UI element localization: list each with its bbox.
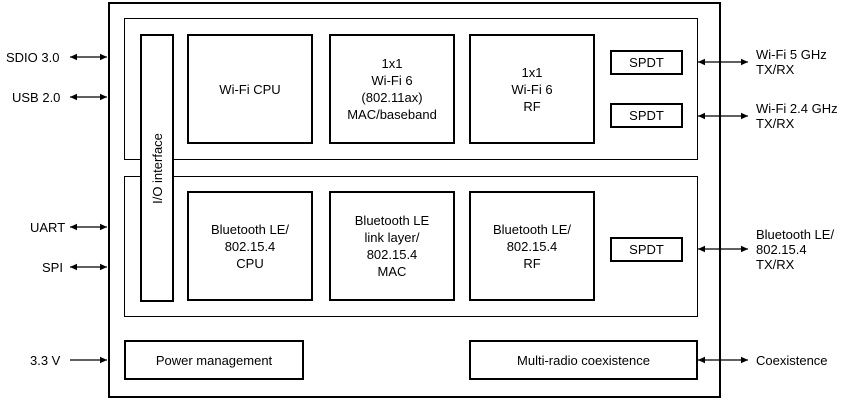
bluetooth-link-layer-block: Bluetooth LE link layer/ 802.15.4 MAC (329, 191, 455, 301)
spdt-wifi-24ghz-block: SPDT (610, 103, 683, 128)
wifi-rf-line-2: Wi-Fi 6 (511, 81, 553, 97)
io-interface-block: I/O interface (140, 34, 174, 302)
wifi24-label-line-1: Wi-Fi 2.4 GHz (756, 101, 838, 116)
wifi24-label-line-2: TX/RX (756, 116, 795, 131)
wifi-mac-line-3: (802.11ax) (361, 90, 423, 105)
multi-radio-coexistence-block: Multi-radio coexistence (469, 340, 698, 380)
power-management-label: Power management (155, 352, 273, 368)
spdt-wifi-24ghz-label: SPDT (629, 108, 664, 123)
wifi5-label: Wi-Fi 5 GHz TX/RX (756, 47, 827, 77)
uart-label: UART (30, 220, 66, 235)
io-interface-label: I/O interface (149, 132, 165, 204)
bt-txrx-label-line-1: Bluetooth LE/ (756, 227, 835, 242)
wifi24-label: Wi-Fi 2.4 GHz TX/RX (756, 101, 838, 131)
wifi-rf-block: 1x1 Wi-Fi 6 RF (469, 34, 595, 144)
bluetooth-cpu-block: Bluetooth LE/ 802.15.4 CPU (187, 191, 313, 301)
wifi-cpu-block: Wi-Fi CPU (187, 34, 313, 144)
wifi-mac-baseband-block: 1x1 Wi-Fi 6 (802.11ax) MAC/baseband (329, 34, 455, 144)
bt-link-line-1: Bluetooth LE (354, 213, 430, 228)
power-input-label: 3.3 V (30, 353, 61, 368)
bluetooth-rf-block: Bluetooth LE/ 802.15.4 RF (469, 191, 595, 301)
usb-label: USB 2.0 (12, 90, 61, 105)
multi-radio-coexistence-label: Multi-radio coexistence (517, 352, 650, 368)
bt-rf-line-2: 802.15.4 (506, 238, 558, 254)
wifi-mac-line-1: 1x1 (381, 56, 403, 71)
wifi-mac-line-4: MAC/baseband (347, 107, 437, 122)
wifi-rf-line-1: 1x1 (521, 64, 543, 80)
wifi-rf-line-3: RF (523, 98, 541, 114)
spdt-wifi-5ghz-block: SPDT (610, 50, 683, 75)
sdio-label: SDIO 3.0 (6, 50, 60, 65)
wifi5-label-line-2: TX/RX (756, 62, 795, 77)
bt-rf-line-3: RF (523, 255, 541, 271)
bt-rf-line-1: Bluetooth LE/ (492, 221, 572, 237)
spdt-bluetooth-block: SPDT (610, 237, 683, 262)
coexistence-label: Coexistence (756, 353, 828, 368)
power-management-block: Power management (124, 340, 304, 380)
wifi-mac-line-2: Wi-Fi 6 (371, 73, 413, 88)
bt-txrx-label-line-2: 802.15.4 (756, 242, 807, 257)
spdt-bluetooth-label: SPDT (629, 242, 664, 257)
bt-link-line-3: 802.15.4 (366, 247, 418, 262)
bt-cpu-line-2: 802.15.4 (224, 238, 276, 254)
bt-txrx-label: Bluetooth LE/ 802.15.4 TX/RX (756, 227, 834, 272)
bt-cpu-line-3: CPU (236, 255, 264, 271)
bt-link-line-4: MAC (377, 264, 407, 279)
bt-cpu-line-1: Bluetooth LE/ (210, 221, 290, 237)
wifi-cpu-label: Wi-Fi CPU (219, 81, 281, 97)
spdt-wifi-5ghz-label: SPDT (629, 55, 664, 70)
bt-txrx-label-line-3: TX/RX (756, 257, 795, 272)
bt-link-line-2: link layer/ (364, 230, 420, 245)
spi-label: SPI (42, 260, 63, 275)
wifi5-label-line-1: Wi-Fi 5 GHz (756, 47, 827, 62)
